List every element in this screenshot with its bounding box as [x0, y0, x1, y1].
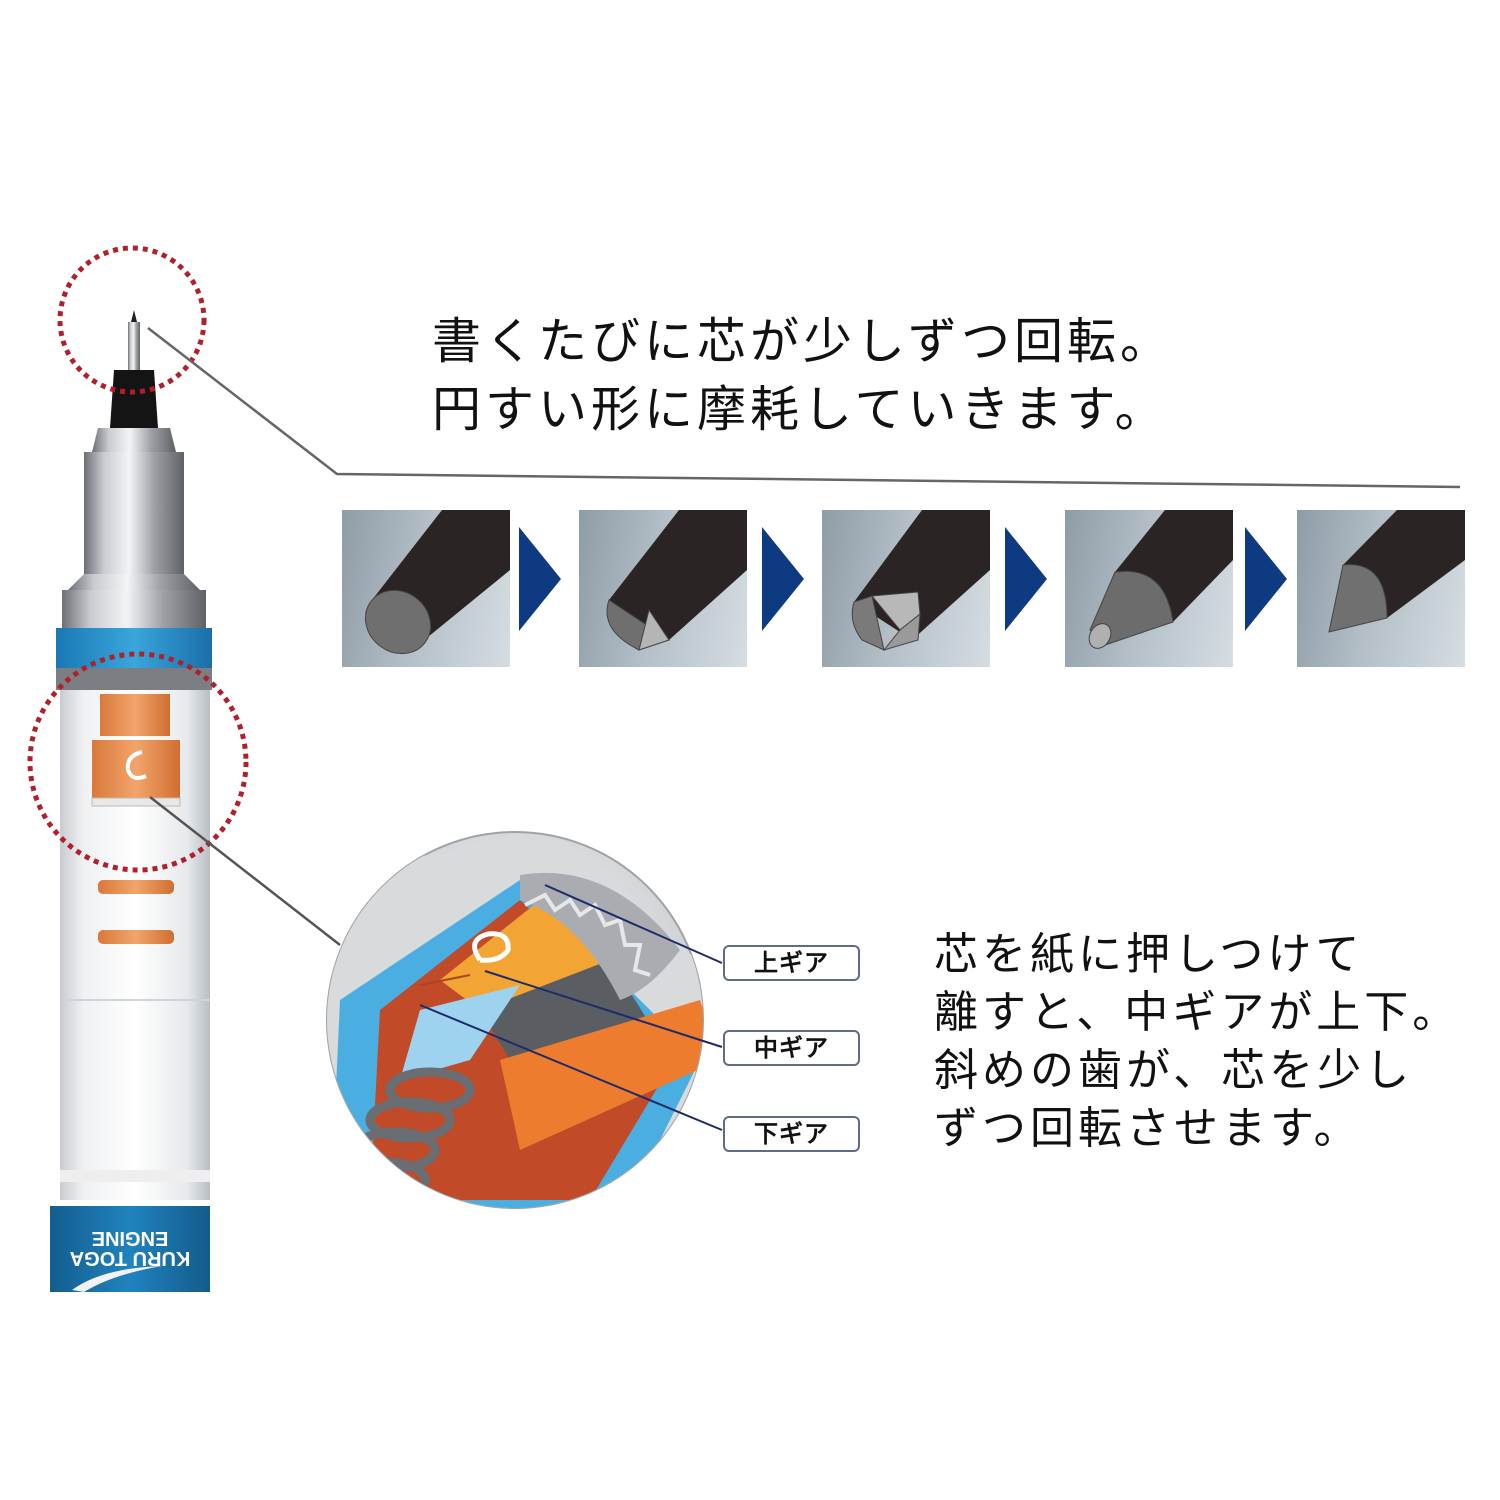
wear-stage-4 [1065, 510, 1233, 667]
lead-flat-tip-icon [364, 510, 510, 655]
tip-connector-line [147, 327, 1461, 489]
wear-stage-5 [1297, 510, 1465, 667]
pencil-brand-text: KURU TOGA ENGINE [70, 1227, 191, 1269]
engine-highlight-circle [27, 651, 249, 873]
lead-multi-facet-icon [851, 510, 990, 651]
upper-gear-label: 上ギア [723, 945, 860, 981]
mechanism-description: 芯を紙に押しつけて 離すと、中ギアが上下。 斜めの歯が、芯を少し ずつ回転させま… [934, 926, 1494, 1158]
arrow-right-icon [1005, 527, 1047, 631]
lead-one-facet-icon [606, 510, 747, 651]
engine-connector-line [149, 796, 341, 946]
arrow-right-icon [1245, 527, 1287, 631]
description-line-1: 芯を紙に押しつけて [934, 929, 1364, 980]
description-line-2: 離すと、中ギアが上下。 [934, 987, 1461, 1038]
cutaway-diagram [326, 831, 723, 1209]
headline-line-1: 書くたびに芯が少しずつ回転。 [432, 313, 1174, 370]
tip-highlight-circle [57, 245, 207, 395]
lower-gear-label: 下ギア [723, 1116, 860, 1152]
pencil-illustration [50, 310, 212, 1292]
wear-stage-2 [579, 510, 747, 667]
description-line-4: ずつ回転させます。 [934, 1103, 1362, 1154]
headline: 書くたびに芯が少しずつ回転。 円すい形に摩耗していきます。 [432, 308, 1332, 444]
wear-stage-1 [342, 510, 510, 667]
lead-truncated-cone-icon [1088, 510, 1233, 649]
wear-stage-3 [822, 510, 990, 667]
headline-line-2: 円すい形に摩耗していきます。 [432, 381, 1168, 438]
lead-cone-point-icon [1328, 510, 1465, 633]
description-line-3: 斜めの歯が、芯を少し [934, 1045, 1414, 1096]
arrow-right-icon [762, 527, 804, 631]
svg-text:ENGINE: ENGINE [92, 1227, 169, 1249]
svg-text:KURU TOGA: KURU TOGA [70, 1247, 191, 1269]
middle-gear-label: 中ギア [723, 1030, 860, 1066]
arrow-right-icon [519, 527, 561, 631]
